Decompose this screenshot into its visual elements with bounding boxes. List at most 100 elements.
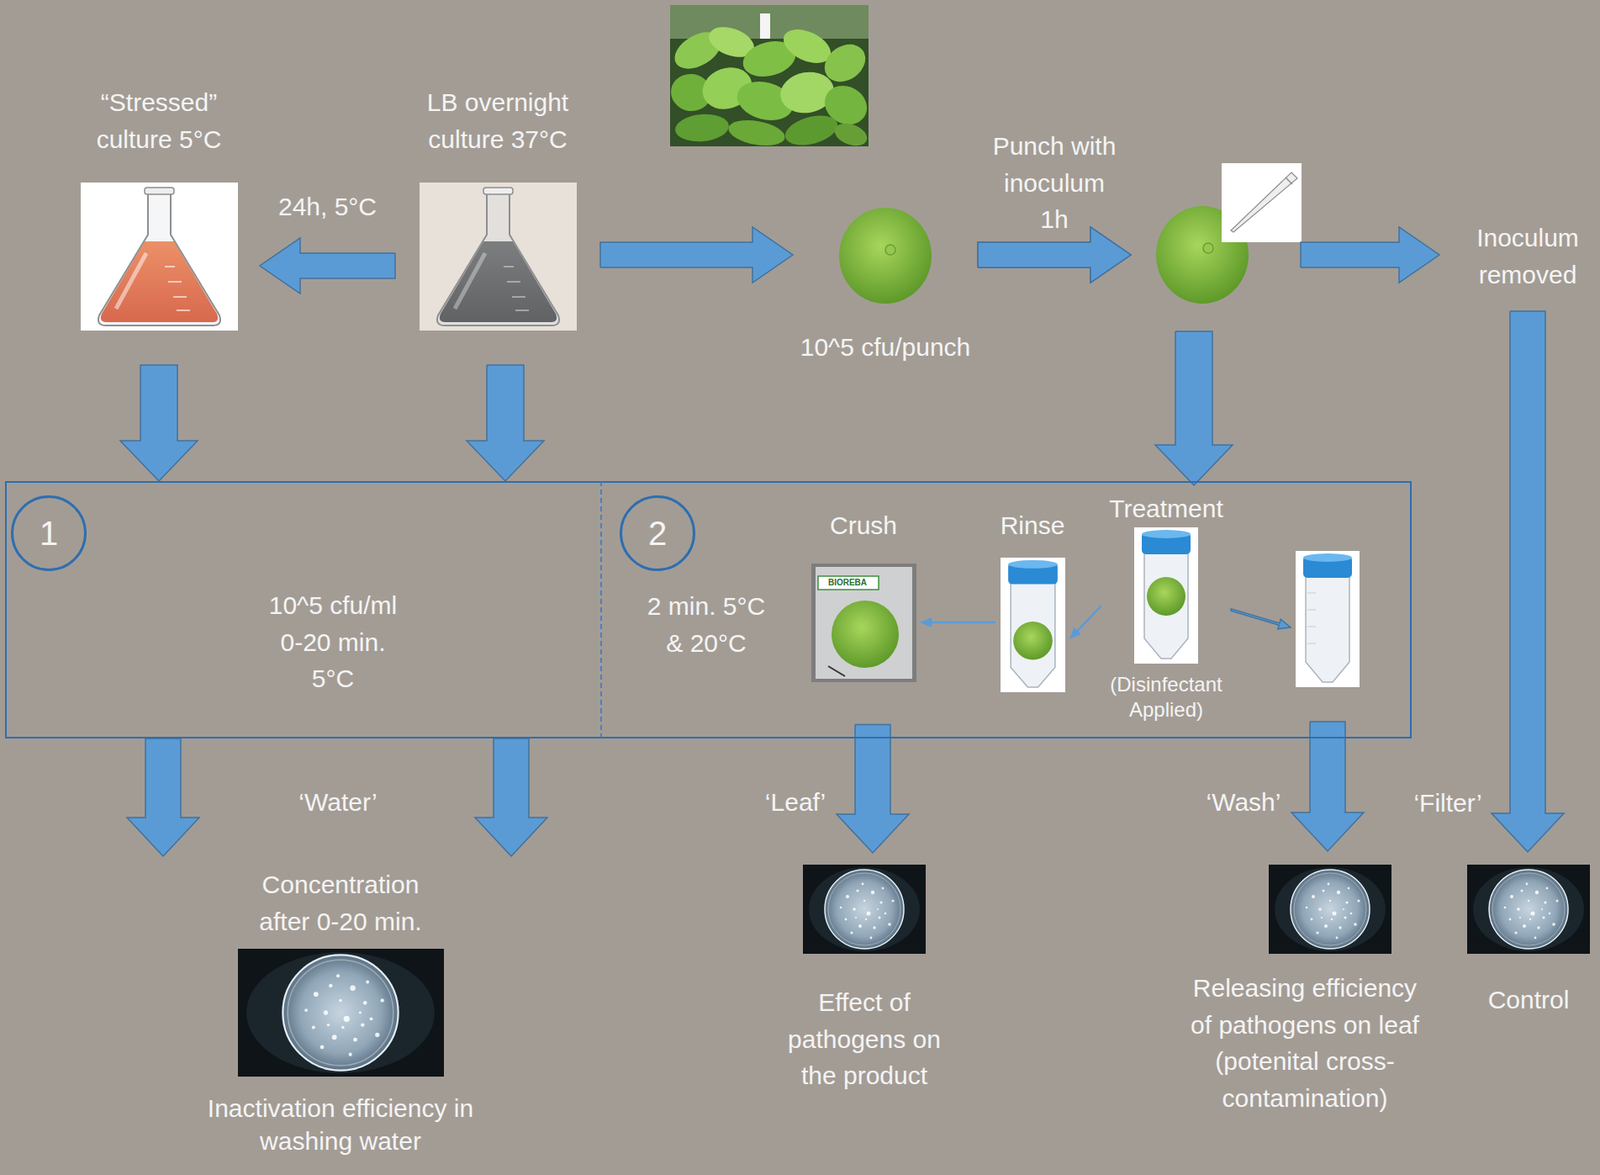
node-text: (Disinfectant Applied) [1103, 671, 1230, 723]
node-text: Rinse [997, 506, 1068, 544]
pipette-icon [1221, 163, 1302, 243]
art-rect [419, 182, 577, 331]
node-text: Inactivation efficiency in washing water [197, 1091, 484, 1157]
art-ellipse [1274, 866, 1386, 951]
node-text: 1 [39, 516, 59, 550]
node-text: LB overnight culture 37°C [413, 84, 582, 158]
art-path [1230, 172, 1298, 233]
flow-arrow [259, 237, 396, 294]
art-circle [885, 244, 896, 255]
rinse-tube [1000, 557, 1066, 692]
node-text: Control [1461, 981, 1596, 1019]
label-holder: ‘Water’ [298, 783, 377, 821]
art-use [1290, 869, 1370, 949]
node-text: Inoculum removed [1473, 219, 1583, 293]
experiment-panel: 2 min. 5°C & 20°C2Crush Rinse Treatment … [601, 480, 1412, 739]
petri-plate [237, 948, 444, 1077]
flask-picture [419, 182, 577, 331]
experiment-panel: 10^5 cfu/ml 0-20 min. 5°C 1 [5, 480, 602, 739]
label-holder: 24h, 5°C [278, 188, 377, 226]
art-ellipse [839, 207, 932, 304]
callout-number: 1 [10, 495, 87, 571]
art-line [176, 309, 191, 312]
art-circle [1203, 242, 1214, 254]
art-rect [1221, 163, 1302, 243]
art-path [1305, 575, 1350, 682]
treatment-tube [1134, 527, 1199, 664]
art-rect [802, 864, 926, 954]
node-text: Concentration after 0-20 min. [243, 866, 438, 940]
lettuce-photo [668, 5, 875, 151]
flow-arrow [836, 724, 909, 854]
art-line [503, 265, 514, 268]
leaf-punch: 10^5 cfu/punch [792, 205, 978, 366]
flow-arrow [600, 227, 793, 283]
art-use [1489, 869, 1569, 949]
label-holder: ‘Wash’ [1206, 783, 1282, 821]
result-plate: Control [1461, 864, 1596, 1019]
edge-label: ‘Leaf’ [765, 783, 826, 821]
flow-arrow [919, 617, 996, 628]
art-rect [1295, 550, 1360, 687]
flow-arrow [466, 364, 544, 481]
node-text: Crush [808, 506, 919, 544]
art-line [168, 280, 182, 283]
art-ellipse [674, 111, 731, 143]
art-line [164, 265, 175, 268]
art-rect [80, 182, 238, 331]
culture-flask: “Stressed” culture 5°C [74, 84, 243, 331]
art-ellipse [808, 866, 920, 951]
art-path [1285, 177, 1293, 185]
node-text: “Stressed” culture 5°C [74, 84, 243, 158]
art-rect [815, 566, 913, 679]
edge-label: Punch with inoculum 1h [989, 127, 1120, 238]
art-path [828, 665, 845, 676]
petri-plate [802, 864, 926, 954]
art-circle [1146, 576, 1186, 616]
art-line [515, 309, 529, 312]
result-plate: Concentration after 0-20 min. Inactivati… [126, 866, 555, 1157]
art-path [454, 253, 486, 309]
art-ellipse [1008, 559, 1058, 568]
art-path [116, 253, 147, 309]
art-ellipse [1473, 866, 1585, 951]
art-path [98, 190, 221, 326]
edge-label: ‘Filter’ [1413, 784, 1482, 822]
result-plate: Effect of pathogens on the product [780, 864, 949, 1094]
flow-arrow [126, 738, 200, 856]
art-circle [1013, 621, 1053, 660]
label-holder: BIOREBA [828, 577, 867, 587]
art-g [164, 266, 191, 311]
edge-label: ‘Wash’ [1206, 783, 1282, 821]
art-rect [1134, 527, 1199, 664]
node-text: 2 [648, 516, 667, 550]
art-line [1307, 643, 1316, 645]
flow-arrow [120, 364, 198, 481]
label-holder: ‘Filter’ [1413, 784, 1482, 822]
art-use [824, 869, 904, 949]
flask-picture [80, 182, 238, 331]
art-rect [237, 948, 444, 1077]
wash-tube-picture [1295, 550, 1360, 687]
art-use [282, 954, 398, 1070]
art-circle [831, 600, 899, 668]
art-g [503, 266, 529, 311]
art-rect [811, 563, 917, 682]
culture-flask: LB overnight culture 37°C [413, 84, 582, 331]
crush-bag: Crush [808, 506, 919, 682]
art-rect [1467, 864, 1590, 954]
result-plate: Releasing efficiency of pathogens on lea… [1182, 864, 1427, 1116]
art-rect [144, 187, 175, 195]
art-ellipse [246, 951, 435, 1073]
callout-number: 2 [619, 495, 696, 571]
art-rect [818, 575, 879, 590]
art-line [1307, 592, 1316, 594]
art-line [1307, 626, 1316, 628]
label-holder: Punch with inoculum 1h [989, 127, 1120, 238]
node-text: 10^5 cfu/punch [792, 328, 978, 366]
art-path [1144, 552, 1189, 659]
rinse-tube: Rinse [997, 506, 1068, 692]
node-text: 10^5 cfu/ml 0-20 min. 5°C [261, 586, 405, 698]
